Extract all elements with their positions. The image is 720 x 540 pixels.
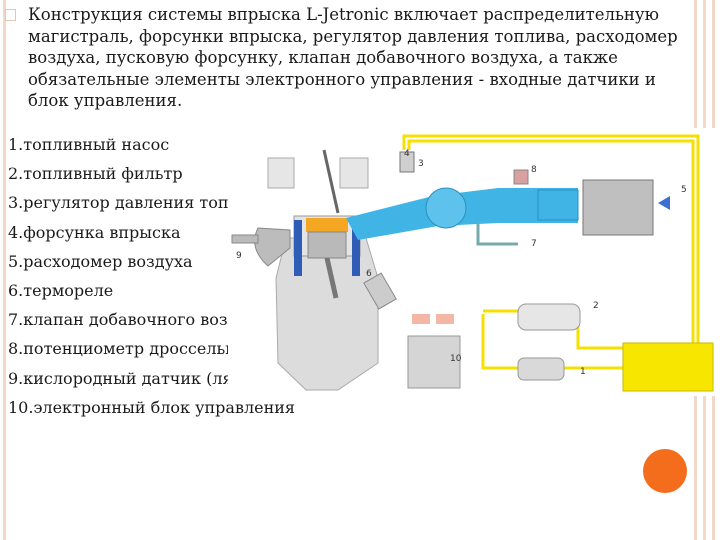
piston xyxy=(307,231,347,259)
intro-paragraph: Конструкция системы впрыска L-Jetronic в… xyxy=(28,5,678,110)
ecu-box xyxy=(407,335,461,389)
diagram-label: 10 xyxy=(450,354,462,364)
ecu-connector-right xyxy=(436,314,454,324)
accent-circle xyxy=(643,449,687,493)
diagram-label: 3 xyxy=(418,159,424,169)
pressure-regulator xyxy=(399,151,415,173)
injector-4 xyxy=(322,149,340,214)
injection-system-diagram: 10 1 2 3 4 5 6 7 8 9 xyxy=(228,128,716,396)
diagram-label: 7 xyxy=(531,239,537,249)
valve-cover-left xyxy=(267,157,295,189)
bullet-icon xyxy=(5,9,16,21)
air-flow-meter xyxy=(582,179,654,236)
valve-cover-right xyxy=(339,157,369,189)
list-item: 1.топливный насос xyxy=(8,135,170,154)
list-item: 3.регулятор давления топлива xyxy=(8,193,268,213)
list-item: 4.форсунка впрыска xyxy=(8,222,181,242)
decorative-stripe-left xyxy=(3,0,6,540)
diagram-label: 4 xyxy=(404,149,410,159)
list-item: 7.клапан добавочного воздуха xyxy=(8,310,266,330)
air-arrow-icon xyxy=(658,196,670,210)
air-bellows xyxy=(537,189,579,221)
coolant-left xyxy=(294,220,302,276)
diagram-label: 2 xyxy=(593,301,599,311)
ecu-connector-left xyxy=(412,314,430,324)
diagram-label: 8 xyxy=(531,165,537,175)
coolant-right xyxy=(352,220,360,276)
diagram-label: 9 xyxy=(236,251,242,261)
diagram-label: 5 xyxy=(681,185,687,195)
oxygen-sensor xyxy=(231,234,259,244)
combustion-flame xyxy=(306,218,348,232)
diagram-label: 1 xyxy=(580,367,586,377)
fuel-filter xyxy=(517,303,581,331)
fuel-lines xyxy=(402,134,700,370)
sensor-6 xyxy=(363,272,397,310)
list-item: 5.расходомер воздуха xyxy=(8,251,193,271)
fuel-tank xyxy=(622,342,714,392)
list-item: 10.электронный блок управления xyxy=(8,397,296,417)
connecting-rod xyxy=(324,257,339,299)
throttle-body xyxy=(425,187,467,229)
list-item: 6.термореле xyxy=(8,281,114,301)
diagram-label: 6 xyxy=(366,269,372,279)
aux-air-valve xyxy=(476,224,518,246)
exhaust-manifold xyxy=(254,227,291,267)
fuel-pump xyxy=(517,357,565,381)
thermo-switch xyxy=(513,169,529,185)
list-item: 2.топливный фильтр xyxy=(8,164,183,184)
diagram-svg: 10 1 2 3 4 5 6 7 8 9 xyxy=(231,134,714,392)
